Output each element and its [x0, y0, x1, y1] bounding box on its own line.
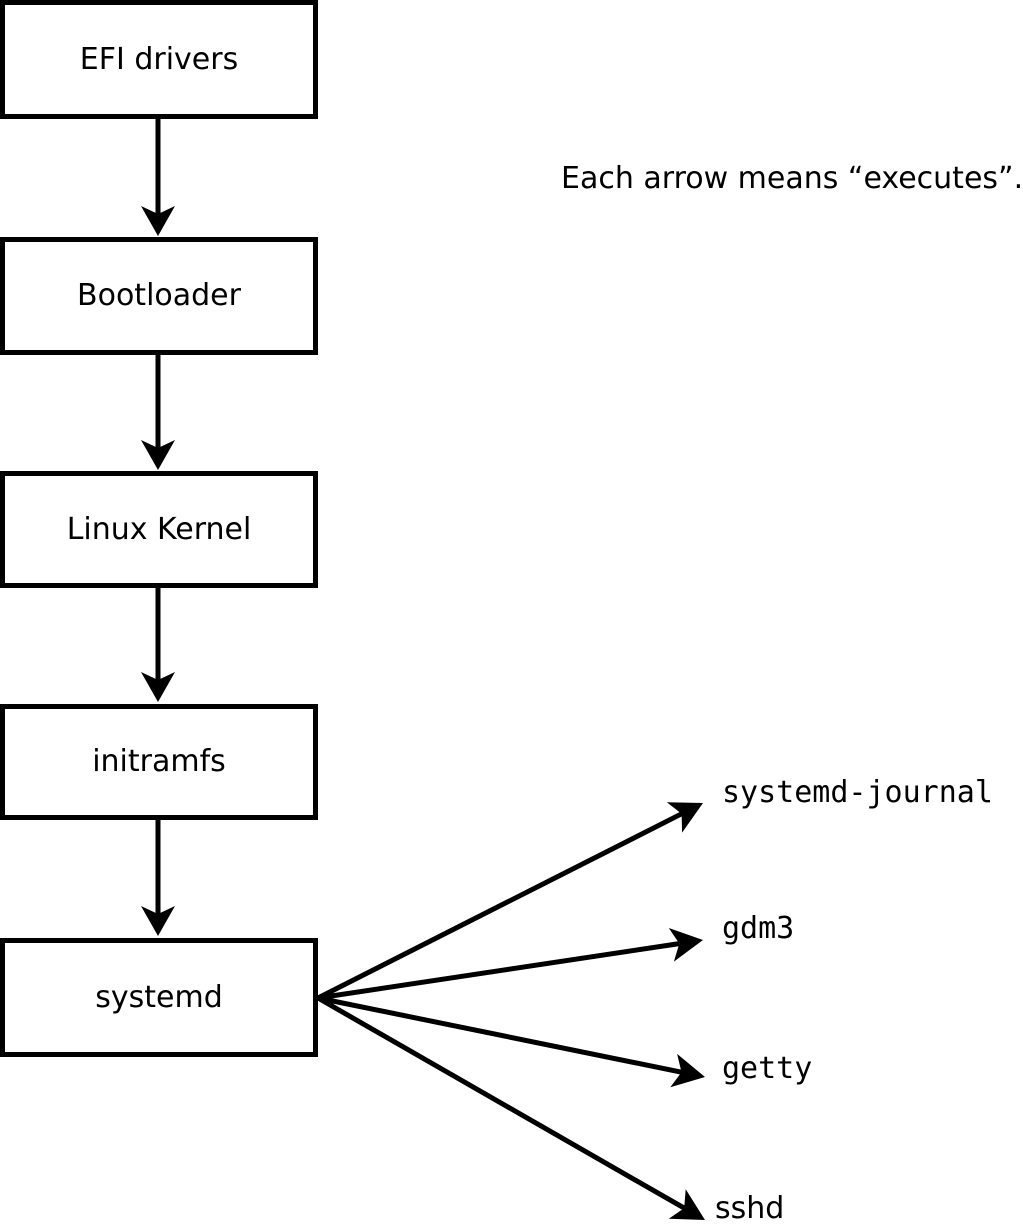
- node-linux-kernel-label: Linux Kernel: [66, 511, 252, 547]
- arrowhead-bootloader-to-kernel: [141, 440, 175, 470]
- node-bootloader: Bootloader: [0, 237, 318, 355]
- node-initramfs: initramfs: [0, 704, 318, 820]
- node-bootloader-label: Bootloader: [77, 278, 241, 313]
- arrowhead-systemd-to-getty: [670, 1053, 705, 1088]
- arrowhead-systemd-to-gdm3: [668, 928, 703, 962]
- arrowhead-efi-to-bootloader: [141, 206, 175, 236]
- proc-systemd-journal: systemd-journal: [722, 775, 993, 810]
- node-initramfs-label: initramfs: [92, 744, 226, 779]
- node-systemd-label: systemd: [95, 979, 223, 1015]
- arrowhead-systemd-to-journal: [666, 802, 703, 833]
- arrow-systemd-to-gdm3-shaft: [317, 941, 680, 1001]
- proc-gdm3: gdm3: [722, 911, 795, 946]
- node-linux-kernel: Linux Kernel: [0, 471, 318, 588]
- arrow-systemd-to-getty-shaft: [317, 995, 683, 1075]
- node-efi-drivers: EFI drivers: [0, 0, 318, 119]
- arrow-systemd-to-journal-shaft: [316, 811, 683, 1001]
- proc-sshd: sshd: [715, 1191, 785, 1226]
- arrowhead-systemd-to-sshd: [668, 1189, 705, 1220]
- arrow-systemd-to-sshd-shaft: [316, 995, 686, 1211]
- node-efi-drivers-label: EFI drivers: [79, 41, 239, 77]
- proc-getty: getty: [722, 1051, 813, 1086]
- arrowhead-kernel-to-initramfs: [141, 672, 175, 702]
- arrowhead-initramfs-to-systemd: [141, 906, 175, 936]
- node-systemd: systemd: [0, 938, 318, 1057]
- diagram-caption: Each arrow means “executes”.: [561, 161, 1023, 196]
